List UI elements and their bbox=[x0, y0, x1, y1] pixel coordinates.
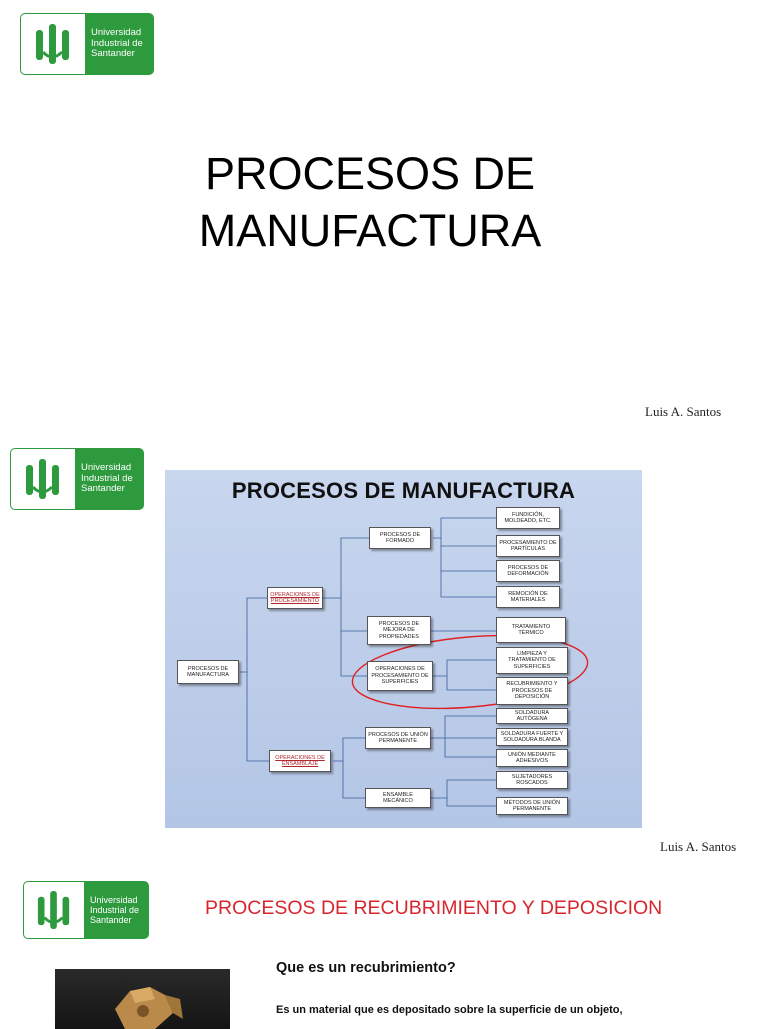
uis-emblem-icon bbox=[21, 14, 85, 74]
uis-emblem-icon bbox=[11, 449, 75, 509]
diagram-leaf: SOLDADURA AUTÓGENA bbox=[496, 708, 568, 724]
slide-title: PROCESOS DE MANUFACTURA bbox=[0, 145, 740, 259]
diagram-leaf: REMOCIÓN DE MATERIALES bbox=[496, 586, 560, 608]
diagram-node-assembly: OPERACIONES DE ENSAMBLAJE bbox=[269, 750, 331, 772]
logo-line-3: Santander bbox=[90, 915, 132, 926]
uis-emblem-icon bbox=[24, 882, 84, 938]
logo-line-3: Santander bbox=[91, 48, 135, 60]
diagram-leaf: FUNDICIÓN, MOLDEADO, ETC. bbox=[496, 507, 560, 529]
logo-line-1: Universidad bbox=[81, 462, 132, 474]
logo-line-1: Universidad bbox=[90, 894, 138, 905]
diagram-leaf: PROCESAMIENTO DE PARTÍCULAS bbox=[496, 535, 560, 557]
diagram-node-forming: PROCESOS DE FORMADO bbox=[369, 527, 431, 549]
university-logo: Universidad Industrial de Santander bbox=[23, 881, 149, 939]
diagram-node-surface-processing: OPERACIONES DE PROCESAMIENTO DE SUPERFIC… bbox=[367, 661, 433, 691]
diagram-title: PROCESOS DE MANUFACTURA bbox=[231, 478, 576, 503]
author-label: Luis A. Santos bbox=[660, 839, 737, 854]
university-name: Universidad Industrial de Santander bbox=[85, 14, 153, 74]
logo-line-3: Santander bbox=[81, 483, 125, 495]
logo-line-2: Industrial de bbox=[91, 37, 143, 49]
diagram-leaf: PROCESOS DE DEFORMACIÓN bbox=[496, 560, 560, 582]
question-heading: Que es un recubrimiento? bbox=[276, 960, 456, 976]
logo-line-2: Industrial de bbox=[90, 904, 140, 915]
diagram-node-mechanical-assembly: ENSAMBLE MECÁNICO bbox=[365, 788, 431, 808]
author-label: Luis A. Santos bbox=[645, 404, 722, 419]
university-name: Universidad Industrial de Santander bbox=[75, 449, 143, 509]
highlight-ellipse bbox=[351, 634, 589, 710]
diagram-leaf: SOLDADURA FUERTE Y SOLDADURA BLANDA bbox=[496, 728, 568, 746]
diagram-node-property-enhancement: PROCESOS DE MEJORA DE PROPIEDADES bbox=[367, 616, 431, 645]
diagram-leaf: SUJETADORES ROSCADOS bbox=[496, 771, 568, 789]
university-logo: Universidad Industrial de Santander bbox=[20, 13, 154, 75]
coated-part-photo bbox=[55, 969, 230, 1029]
diagram-node-permanent-joining: PROCESOS DE UNIÓN PERMANENTE bbox=[365, 727, 431, 749]
diagram-node-root: PROCESOS DE MANUFACTURA bbox=[177, 660, 239, 684]
slide-3-title: PROCESOS DE RECUBRIMIENTO Y DEPOSICION bbox=[205, 897, 663, 919]
diagram-leaf: LIMPIEZA Y TRATAMIENTO DE SUPERFICIES bbox=[496, 647, 568, 674]
diagram-leaf: UNIÓN MEDIANTE ADHESIVOS bbox=[496, 749, 568, 767]
diagram-node-processing: OPERACIONES DE PROCESAMIENTO bbox=[267, 587, 323, 609]
logo-line-1: Universidad bbox=[91, 27, 142, 39]
title-line-2: MANUFACTURA bbox=[198, 205, 542, 256]
diagram-leaf: MÉTODOS DE UNIÓN PERMANENTE bbox=[496, 797, 568, 815]
title-line-1: PROCESOS DE bbox=[204, 148, 536, 199]
slide-1: Universidad Industrial de Santander PROC… bbox=[0, 0, 768, 440]
logo-line-2: Industrial de bbox=[81, 472, 133, 484]
answer-text: Es un material que es depositado sobre l… bbox=[276, 1004, 623, 1016]
diagram-leaf: TRATAMIENTO TÉRMICO bbox=[496, 617, 566, 643]
manufacturing-process-diagram: PROCESOS DE MANUFACTURA bbox=[165, 470, 642, 828]
university-logo: Universidad Industrial de Santander bbox=[10, 448, 144, 510]
diagram-connectors bbox=[240, 517, 589, 807]
diagram-leaf: RECUBRIMIENTO Y PROCESOS DE DEPOSICIÓN bbox=[496, 677, 568, 705]
university-name: Universidad Industrial de Santander bbox=[84, 882, 148, 938]
